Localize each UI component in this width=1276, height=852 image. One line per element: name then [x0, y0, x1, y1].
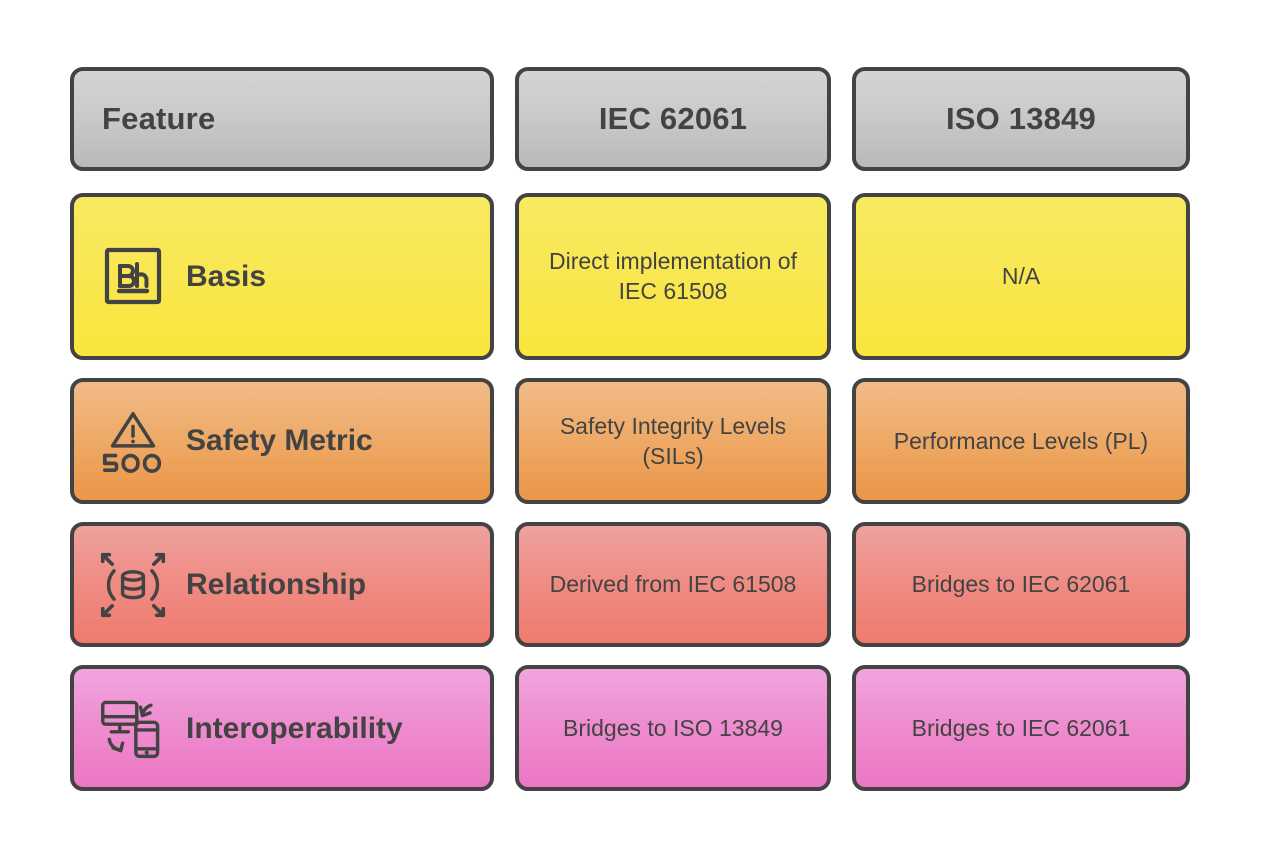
column-spacer — [831, 665, 852, 791]
row-gap — [70, 504, 1190, 522]
column-header-iec-62061: IEC 62061 — [515, 67, 831, 171]
column-spacer — [494, 522, 515, 648]
column-header-feature: Feature — [70, 67, 494, 171]
value-text: Bridges to IEC 62061 — [911, 714, 1131, 741]
value-cell-relationship-iec-62061[interactable]: Derived from IEC 61508 — [515, 521, 831, 648]
element-symbol-bh-icon — [98, 241, 168, 311]
value-text: Direct implementation of IEC 61508 — [549, 248, 797, 305]
comparison-table: Feature IEC 62061 ISO 13849 — [70, 67, 1190, 791]
feature-cell-relationship[interactable]: Relationship — [70, 521, 494, 648]
value-cell-relationship-iso-13849[interactable]: Bridges to IEC 62061 — [852, 521, 1190, 648]
table-header-row: Feature IEC 62061 ISO 13849 — [70, 67, 1190, 171]
value-text: Derived from IEC 61508 — [549, 571, 797, 598]
value-text: Performance Levels (PL) — [893, 427, 1149, 454]
value-cell-basis-iec-62061[interactable]: Direct implementation of IEC 61508 — [515, 192, 831, 361]
value-text: Safety Integrity Levels (SILs) — [559, 412, 787, 469]
column-spacer — [494, 378, 515, 504]
column-header-iso-13849: ISO 13849 — [852, 67, 1190, 171]
database-expand-icon — [98, 550, 168, 620]
table-row: Relationship Derived from IEC 61508 Brid… — [70, 521, 1190, 648]
column-spacer — [831, 193, 852, 360]
feature-label-interoperability: Interoperability — [186, 711, 403, 745]
column-spacer — [494, 67, 515, 171]
row-gap — [70, 171, 1190, 193]
row-gap — [70, 647, 1190, 665]
table-row: Safety Metric Safety Integrity Levels (S… — [70, 378, 1190, 504]
value-cell-interoperability-iso-13849[interactable]: Bridges to IEC 62061 — [852, 665, 1190, 791]
feature-label-relationship: Relationship — [186, 568, 367, 602]
column-spacer — [831, 522, 852, 648]
monitor-phone-sync-icon — [98, 693, 168, 763]
column-spacer — [831, 67, 852, 171]
column-header-iec-62061-label: IEC 62061 — [598, 100, 748, 136]
table-row: Basis Direct implementation of IEC 61508… — [70, 192, 1190, 361]
feature-cell-safety-metric[interactable]: Safety Metric — [70, 378, 494, 504]
feature-label-safety-metric: Safety Metric — [186, 424, 373, 458]
feature-label-basis: Basis — [186, 259, 267, 293]
value-cell-safety-metric-iso-13849[interactable]: Performance Levels (PL) — [852, 378, 1190, 504]
value-text: Bridges to IEC 62061 — [911, 571, 1131, 598]
value-cell-interoperability-iec-62061[interactable]: Bridges to ISO 13849 — [515, 665, 831, 791]
table-row: Interoperability Bridges to ISO 13849 Br… — [70, 665, 1190, 791]
column-spacer — [494, 193, 515, 360]
column-header-iso-13849-label: ISO 13849 — [945, 100, 1097, 136]
value-text: Bridges to ISO 13849 — [563, 714, 783, 741]
value-text: N/A — [1001, 263, 1041, 290]
value-cell-safety-metric-iec-62061[interactable]: Safety Integrity Levels (SILs) — [515, 378, 831, 504]
value-cell-basis-iso-13849[interactable]: N/A — [852, 192, 1190, 361]
column-header-feature-label: Feature — [102, 100, 216, 136]
warning-triangle-500-icon — [98, 406, 168, 476]
feature-cell-interoperability[interactable]: Interoperability — [70, 665, 494, 791]
column-spacer — [494, 665, 515, 791]
feature-cell-basis[interactable]: Basis — [70, 192, 494, 361]
column-spacer — [831, 378, 852, 504]
row-gap — [70, 360, 1190, 378]
